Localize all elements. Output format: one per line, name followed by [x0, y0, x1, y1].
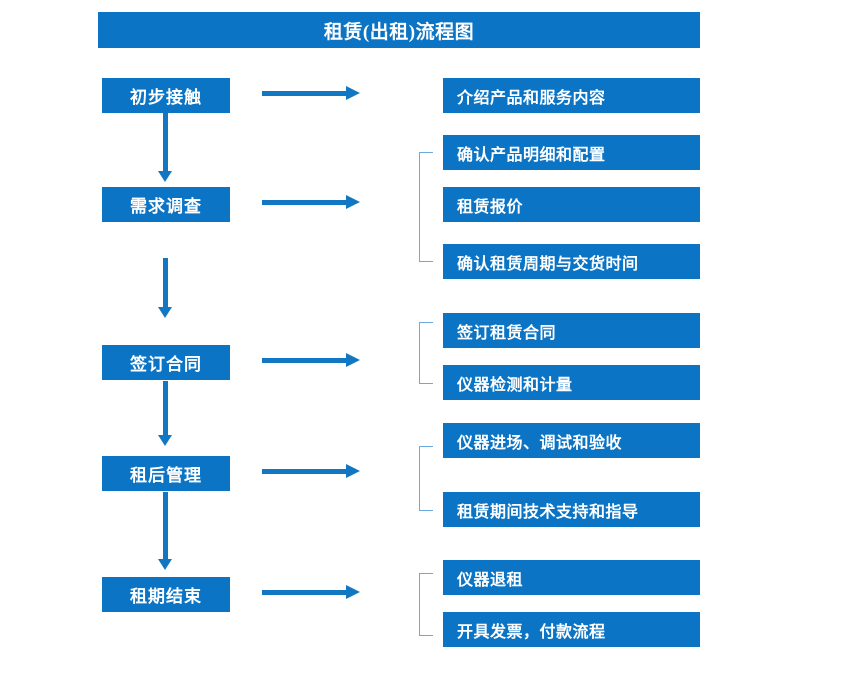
- detail-box-4-2[interactable]: 租赁期间技术支持和指导: [443, 492, 700, 527]
- group-bracket-2: [419, 152, 433, 262]
- flow-arrow-right-5: [262, 585, 362, 599]
- detail-box-5-1[interactable]: 仪器退租: [443, 560, 700, 595]
- detail-box-4-1[interactable]: 仪器进场、调试和验收: [443, 423, 700, 458]
- arrow-shaft: [262, 91, 348, 96]
- arrow-head: [346, 353, 360, 367]
- detail-box-3-2[interactable]: 仪器检测和计量: [443, 365, 700, 400]
- stage-box-4[interactable]: 租后管理: [102, 456, 230, 491]
- stage-box-2[interactable]: 需求调查: [102, 187, 230, 222]
- arrow-head: [346, 86, 360, 100]
- stage-box-5[interactable]: 租期结束: [102, 577, 230, 612]
- flow-arrow-right-3: [262, 353, 362, 367]
- arrow-head: [158, 435, 172, 446]
- flow-arrow-down-2: [158, 258, 172, 319]
- arrow-shaft: [163, 113, 168, 171]
- flow-arrow-right-4: [262, 464, 362, 478]
- arrow-shaft: [262, 200, 348, 205]
- flow-arrow-right-2: [262, 195, 362, 209]
- detail-box-3-1[interactable]: 签订租赁合同: [443, 313, 700, 348]
- diagram-title: 租赁(出租)流程图: [98, 12, 700, 48]
- arrow-head: [346, 464, 360, 478]
- flow-arrow-down-4: [158, 492, 172, 571]
- detail-box-2-1[interactable]: 确认产品明细和配置: [443, 135, 700, 170]
- detail-box-2-2[interactable]: 租赁报价: [443, 187, 700, 222]
- detail-box-1-1[interactable]: 介绍产品和服务内容: [443, 78, 700, 113]
- arrow-head: [158, 307, 172, 318]
- arrow-head: [346, 195, 360, 209]
- flow-arrow-down-3: [158, 381, 172, 447]
- stage-box-1[interactable]: 初步接触: [102, 78, 230, 113]
- arrow-shaft: [163, 258, 168, 307]
- arrow-shaft: [163, 492, 168, 559]
- detail-box-2-3[interactable]: 确认租赁周期与交货时间: [443, 244, 700, 279]
- arrow-head: [346, 585, 360, 599]
- arrow-head: [158, 559, 172, 570]
- arrow-shaft: [163, 381, 168, 435]
- arrow-shaft: [262, 358, 348, 363]
- arrow-head: [158, 171, 172, 182]
- group-bracket-3: [419, 322, 433, 384]
- detail-box-5-2[interactable]: 开具发票，付款流程: [443, 612, 700, 647]
- stage-box-3[interactable]: 签订合同: [102, 345, 230, 380]
- group-bracket-4: [419, 446, 433, 511]
- flow-arrow-right-1: [262, 86, 362, 100]
- group-bracket-5: [419, 573, 433, 636]
- flow-arrow-down-1: [158, 113, 172, 183]
- arrow-shaft: [262, 469, 348, 474]
- arrow-shaft: [262, 590, 348, 595]
